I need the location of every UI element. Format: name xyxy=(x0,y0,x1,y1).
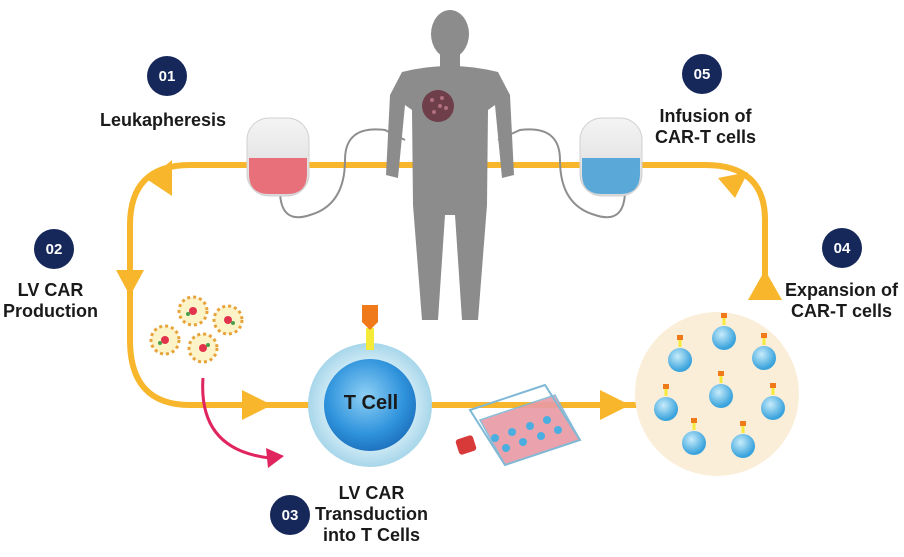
tube-left xyxy=(279,128,406,219)
step-04-line-1: Expansion of xyxy=(785,280,899,300)
iv-tubes xyxy=(279,128,626,219)
car-t-cell-icon xyxy=(731,421,755,458)
step-02-line-1: LV CAR xyxy=(17,280,84,300)
car-receptor-head xyxy=(362,305,378,330)
step-03-badge: 03 xyxy=(270,495,310,535)
virus-particle-icon xyxy=(187,332,219,364)
culture-flask-icon xyxy=(455,383,582,467)
transduction-arrow xyxy=(201,377,284,468)
infusion-bag-icon xyxy=(579,117,643,197)
step-05-badge: 05 xyxy=(682,54,722,94)
tube-right xyxy=(497,128,626,219)
t-cell-icon xyxy=(308,305,432,467)
step-02-line-2: Production xyxy=(3,301,98,321)
process-loop xyxy=(127,162,768,408)
car-t-cell-icon xyxy=(712,313,736,350)
expansion-culture xyxy=(635,312,799,476)
car-t-cell-icon xyxy=(752,333,776,370)
arrowhead-upper-right xyxy=(718,172,748,198)
car-t-cell-icon xyxy=(654,384,678,421)
step-02-label: LV CAR Production xyxy=(3,280,98,322)
blood-bag-icon xyxy=(246,117,310,197)
arrowhead-up-right xyxy=(748,270,782,300)
car-t-cell-icon xyxy=(682,418,706,455)
step-04-line-2: CAR-T cells xyxy=(790,301,893,321)
tumor-icon xyxy=(422,90,454,122)
car-t-cell-icon xyxy=(761,383,785,420)
virus-particle-icon xyxy=(177,295,209,327)
step-05-line-2: CAR-T cells xyxy=(655,127,757,147)
t-cell-label: T Cell xyxy=(343,392,399,414)
step-04-label: Expansion of CAR-T cells xyxy=(785,280,898,322)
virus-particles xyxy=(149,295,244,364)
step-03-label: LV CAR Transduction into T Cells xyxy=(315,483,428,546)
car-t-cell-icon xyxy=(668,335,692,372)
step-03-line-1: LV CAR xyxy=(338,483,405,503)
loop-path xyxy=(127,162,768,408)
car-receptor-stalk xyxy=(366,328,374,350)
step-04-badge: 04 xyxy=(822,228,862,268)
step-01-label: Leukapheresis xyxy=(100,110,226,131)
virus-particle-icon xyxy=(212,304,244,336)
arrowhead-down-left xyxy=(116,270,144,296)
loop-arrowheads xyxy=(116,160,782,420)
step-03-line-2: Transduction xyxy=(315,504,429,524)
arrowhead-right-1 xyxy=(242,390,272,420)
step-03-line-3: into T Cells xyxy=(323,525,421,545)
arrowhead-right-2 xyxy=(600,390,630,420)
arrowhead-left-top xyxy=(148,160,172,196)
step-05-line-1: Infusion of xyxy=(659,106,752,126)
step-05-label: Infusion of CAR-T cells xyxy=(655,106,756,148)
step-02-badge: 02 xyxy=(34,229,74,269)
human-silhouette-icon xyxy=(386,10,514,320)
step-01-line-1: Leukapheresis xyxy=(100,110,227,130)
step-01-badge: 01 xyxy=(147,56,187,96)
virus-particle-icon xyxy=(149,324,181,356)
car-t-cell-icon xyxy=(709,371,733,408)
